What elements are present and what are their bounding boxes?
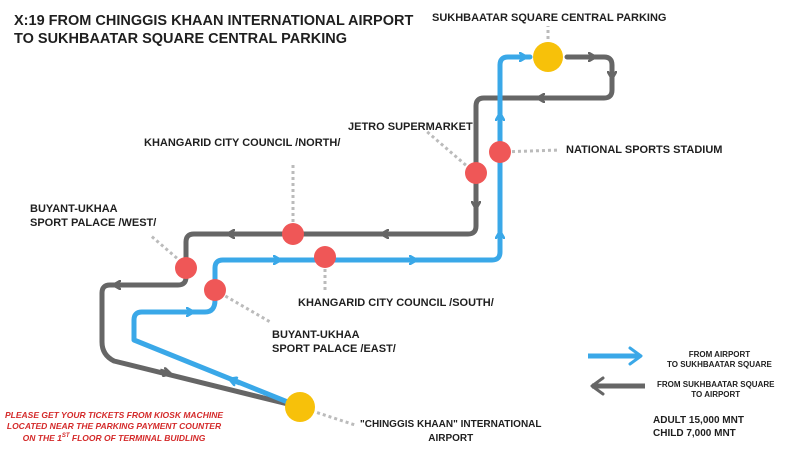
- stop-label-national-stadium: NATIONAL SPORTS STADIUM: [566, 144, 723, 156]
- notice-line-3-end: FLOOR OF TERMINAL BUIDLING: [69, 432, 206, 443]
- stop-label-buyant-east: BUYANT-UKHAA SPORT PALACE /EAST/: [272, 328, 396, 356]
- stop-label-buyant-east-line-2: SPORT PALACE /EAST/: [272, 343, 396, 355]
- stop-label-jetro: JETRO SUPERMARKET: [348, 121, 473, 133]
- notice-line-3: ON THE 1ST FLOOR OF TERMINAL BUIDLING: [4, 431, 224, 443]
- notice-ordinal-suffix: ST: [61, 433, 70, 439]
- stop-label-airport-line-1: "CHINGGIS KHAAN" INTERNATIONAL: [360, 419, 542, 430]
- stop-label-buyant-west-line-1: BUYANT-UKHAA: [30, 203, 118, 215]
- legend-outbound-line-1: FROM AIRPORT: [688, 350, 751, 359]
- fare-child: CHILD 7,000 MNT: [653, 428, 736, 439]
- outbound-route-arrows: [183, 57, 524, 383]
- stop-label-airport-line-2: AIRPORT: [428, 433, 474, 444]
- legend-return-label: FROM SUKHBAATAR SQUARE TO AIRPORT: [657, 380, 774, 400]
- stop-label-airport: "CHINGGIS KHAAN" INTERNATIONAL AIRPORT: [360, 418, 542, 446]
- title-line-1: X:19 FROM CHINGGIS KHAAN INTERNATIONAL A…: [14, 13, 414, 29]
- notice-line-1: PLEASE GET YOUR TICKETS FROM KIOSK MACHI…: [4, 410, 224, 420]
- page-title: X:19 FROM CHINGGIS KHAAN INTERNATIONAL A…: [14, 12, 413, 48]
- return-route-line: [99, 54, 615, 410]
- notice-line-3-start: ON THE 1: [22, 432, 62, 443]
- stop-marker-jetro: [465, 162, 487, 184]
- notice-line-2: LOCATED NEAR THE PARKING PAYMENT COUNTER: [6, 420, 222, 431]
- title-line-2: TO SUKHBAATAR SQUARE CENTRAL PARKING: [14, 31, 347, 47]
- stop-label-sukhbaatar: SUKHBAATAR SQUARE CENTRAL PARKING: [432, 12, 667, 24]
- fare-info: ADULT 15,000 MNT CHILD 7,000 MNT: [653, 414, 744, 440]
- legend-outbound-label: FROM AIRPORT TO SUKHBAATAR SQUARE: [667, 350, 772, 370]
- legend-return-arrow: [590, 376, 605, 396]
- stop-label-khangarid-north: KHANGARID CITY COUNCIL /NORTH/: [144, 137, 341, 149]
- legend-outbound-line-2: TO SUKHBAATAR SQUARE: [667, 360, 772, 369]
- return-route-arrows: [116, 68, 612, 373]
- stop-marker-national-stadium: [489, 141, 511, 163]
- stop-marker-buyant-west: [175, 257, 197, 279]
- outbound-route-line: [131, 54, 533, 410]
- legend-return-line-1: FROM SUKHBAATAR SQUARE: [657, 380, 775, 389]
- fare-adult: ADULT 15,000 MNT: [653, 415, 744, 426]
- stop-label-buyant-west: BUYANT-UKHAA SPORT PALACE /WEST/: [30, 202, 156, 230]
- stop-marker-buyant-east: [204, 279, 226, 301]
- stop-label-buyant-east-line-1: BUYANT-UKHAA: [272, 329, 360, 341]
- ticket-notice: PLEASE GET YOUR TICKETS FROM KIOSK MACHI…: [4, 410, 224, 443]
- stop-label-buyant-west-line-2: SPORT PALACE /WEST/: [30, 217, 157, 229]
- stop-marker-khangarid-north: [282, 223, 304, 245]
- stop-marker-khangarid-south: [314, 246, 336, 268]
- legend-outbound-arrow: [628, 346, 643, 366]
- terminus-marker-sukhbaatar: [533, 42, 563, 72]
- legend-return-line-2: TO AIRPORT: [691, 390, 741, 399]
- stop-label-khangarid-south: KHANGARID CITY COUNCIL /SOUTH/: [298, 297, 494, 309]
- terminus-marker-airport: [285, 392, 315, 422]
